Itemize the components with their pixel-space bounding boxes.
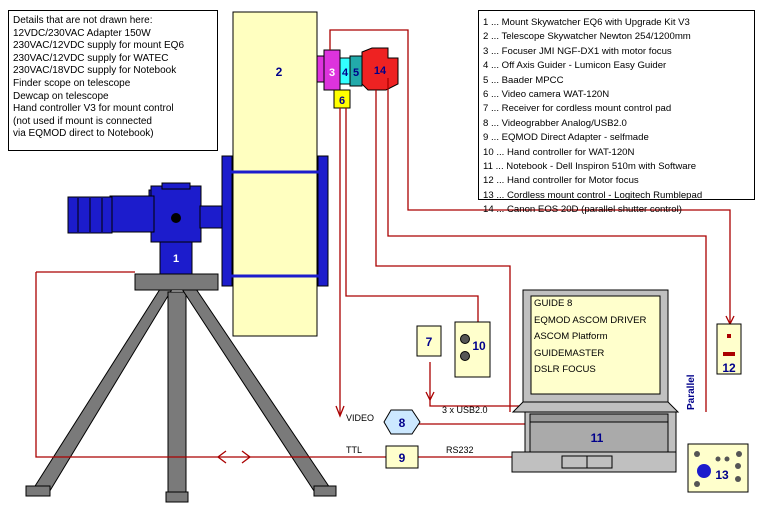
label-2: 2 [276,65,283,79]
legend-item: 4 ... Off Axis Guider - Lumicon Easy Gui… [483,60,667,72]
legend-box: 1 ... Mount Skywatcher EQ6 with Upgrade … [478,10,755,215]
notes-line: 230VAC/12VDC supply for mount EQ6 [13,40,185,52]
imaging-train [316,47,399,109]
notes-line: 12VDC/230VAC Adapter 150W [13,27,151,39]
notes-line: 230VAC/18VDC supply for Notebook [13,65,177,77]
telescope [221,11,329,337]
software-item: EQMOD ASCOM DRIVER [534,314,647,326]
notes-line: Details that are not drawn here: [13,15,153,26]
mount [67,182,229,275]
legend-item: 2 ... Telescope Skywatcher Newton 254/12… [483,31,691,43]
label-7: 7 [426,335,433,349]
notes-line: Hand controller V3 for mount control [13,103,174,115]
software-item: GUIDEMASTER [534,347,605,359]
label-9: 9 [399,451,406,465]
label-8: 8 [399,416,406,430]
eqmod-adapter-box [385,445,419,469]
software-item: ASCOM Platform [534,331,608,342]
cables [35,29,735,464]
label-11: 11 [591,431,604,445]
legend-item: 1 ... Mount Skywatcher EQ6 with Upgrade … [483,17,690,28]
label-14: 14 [374,65,387,77]
notes-line: Dewcap on telescope [13,90,109,102]
software-item: DSLR FOCUS [534,364,596,375]
wat-controller [454,321,491,378]
notes-line: 230VAC/12VDC supply for WATEC [13,52,169,64]
legend-item: 8 ... Videograbber Analog/USB2.0 [483,117,627,129]
legend-item: 10 ... Hand controller for WAT-120N [483,146,635,158]
legend-item: 9 ... EQMOD Direct Adapter - selfmade [483,132,649,144]
legend-item: 6 ... Video camera WAT-120N [483,89,610,101]
notes-line: Finder scope on telescope [13,77,131,89]
label-5: 5 [353,67,359,79]
legend-item: 14 ... Canon EOS 20D (parallel shutter c… [483,204,682,216]
rs232-label: RS232 [446,445,474,455]
ttl-label: TTL [346,445,362,455]
label-6: 6 [339,95,345,107]
rumblepad [687,443,749,493]
label-12: 12 [722,361,736,375]
legend-item: 7 ... Receiver for cordless mount contro… [483,103,672,115]
receiver-box [416,325,442,357]
notes-line: (not used if mount is connected [13,115,152,127]
focus-controller [716,323,742,375]
laptop [511,289,680,473]
legend-item: 3 ... Focuser JMI NGF-DX1 with motor foc… [483,45,672,57]
label-10: 10 [472,339,486,353]
label-1: 1 [173,253,179,265]
legend-item: 11 ... Notebook - Dell Inspiron 510m wit… [483,161,697,173]
usb-label: 3 x USB2.0 [442,405,488,415]
legend-item: 12 ... Hand controller for Motor focus [483,175,639,187]
label-13: 13 [715,468,729,482]
laptop-screen-text: GUIDE 8 EQMOD ASCOM DRIVER ASCOM Platfor… [534,296,658,379]
parallel-label: Parallel [686,374,697,410]
notes-line: via EQMOD direct to Notebook) [13,128,154,140]
notes-box: Details that are not drawn here: 12VDC/2… [8,10,218,151]
label-4: 4 [342,67,349,79]
tripod [25,273,337,503]
video-label: VIDEO [346,413,374,423]
label-3: 3 [329,67,335,79]
legend-item: 5 ... Baader MPCC [483,74,564,86]
videograbber-box [383,409,421,435]
software-item: GUIDE 8 [534,298,573,309]
legend-item: 13 ... Cordless mount control - Logitech… [483,189,703,201]
